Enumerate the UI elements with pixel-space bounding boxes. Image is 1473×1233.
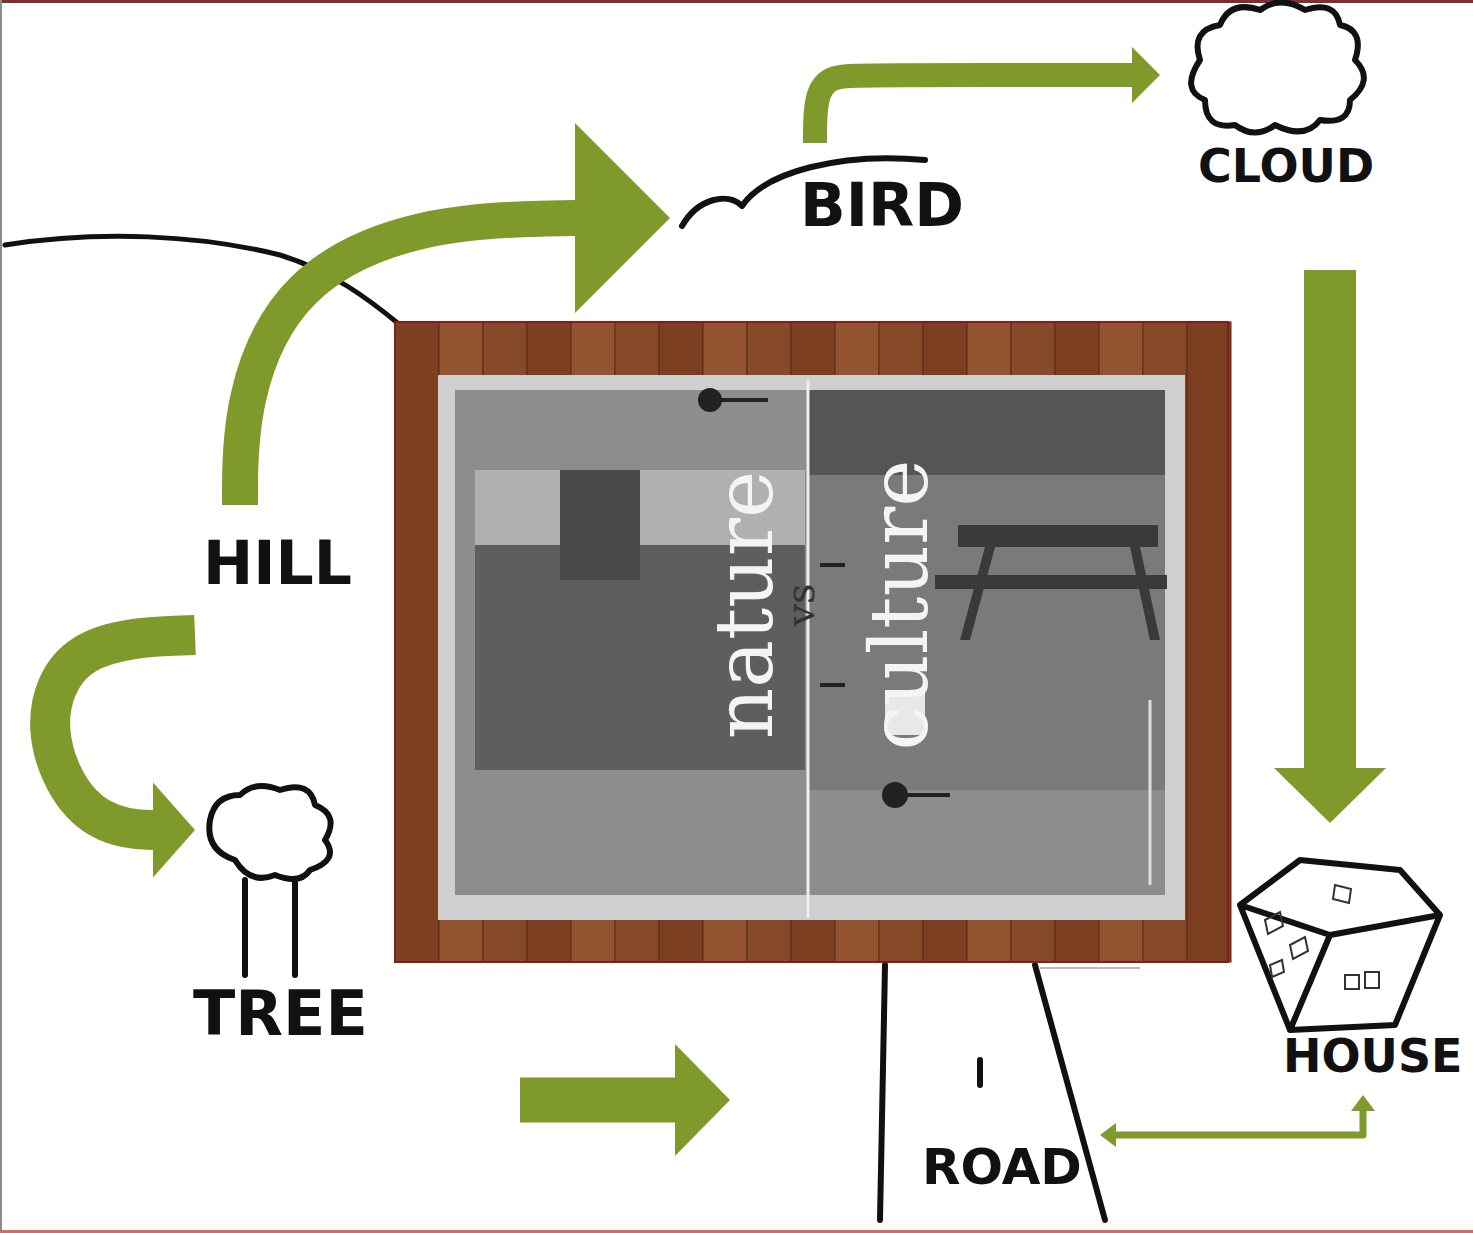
sketch-node: HILL <box>200 525 385 600</box>
arrow-head <box>675 1044 730 1156</box>
rule <box>710 398 768 402</box>
wood-floor <box>395 322 1228 962</box>
hill-line <box>5 236 400 325</box>
rule-marks <box>700 390 950 806</box>
house-sketch <box>1240 860 1440 1030</box>
arrow-head <box>575 123 670 313</box>
window-marks <box>1265 885 1379 989</box>
sketch-node: HOUSE <box>1228 848 1473 1100</box>
tree-trunk-photo <box>560 470 640 580</box>
newspaper <box>438 375 1185 920</box>
left-photo <box>475 470 805 770</box>
sketch-node: BIRD <box>675 148 995 243</box>
rule <box>820 683 845 687</box>
road-sketch <box>880 965 1105 1220</box>
fold-line <box>807 380 810 918</box>
sketch-node: ROAD <box>915 1130 1100 1220</box>
photo-border <box>395 322 1228 962</box>
node-label: TREE <box>193 983 368 1045</box>
arrow-head <box>1132 47 1160 103</box>
top-border <box>0 0 1473 3</box>
fine-print <box>1149 700 1152 885</box>
flow-arrow <box>1100 1095 1375 1147</box>
flow-arrow <box>520 1044 730 1156</box>
arrow-shaft <box>815 75 1134 143</box>
tree-trunk <box>245 880 295 975</box>
sketches <box>209 3 1440 1221</box>
flow-arrow <box>1274 270 1386 823</box>
arrow-head <box>153 783 195 878</box>
photo-text: culture <box>860 459 940 750</box>
arrow-shaft <box>1304 270 1356 770</box>
photo <box>395 322 1231 962</box>
left-border <box>0 0 2 1233</box>
bottom-border <box>0 1230 1473 1233</box>
faint-line <box>1040 967 1140 969</box>
house-windows <box>1265 885 1379 989</box>
node-label: CLOUD <box>1198 143 1374 189</box>
arrow-shaft <box>520 1078 677 1123</box>
arrow-head <box>1100 1123 1116 1147</box>
flow-arrow <box>50 635 195 878</box>
wood-plank <box>1187 322 1231 962</box>
node-label: HOUSE <box>1283 1033 1463 1079</box>
table-bench <box>935 575 1167 589</box>
node-label: BIRD <box>800 175 964 235</box>
arrow-head <box>1274 768 1386 823</box>
flow-arrow <box>240 123 670 505</box>
node-label: HILL <box>203 533 352 593</box>
arrow-shaft <box>1114 1109 1363 1135</box>
right-photo <box>808 390 1165 790</box>
sketch-node: CLOUD <box>1180 5 1390 205</box>
flow-arrow <box>815 47 1160 143</box>
rule <box>820 563 845 567</box>
cloud-sketch <box>1191 3 1364 133</box>
rule <box>895 793 950 797</box>
photo-text: vs <box>780 583 820 626</box>
wood-planks <box>395 322 1231 962</box>
node-label: ROAD <box>922 1142 1082 1192</box>
table-legs <box>960 547 1160 640</box>
newspaper-print <box>455 390 1165 895</box>
tree-crown <box>209 786 330 879</box>
table-top <box>958 525 1158 547</box>
picnic-table <box>935 525 1167 640</box>
photo-text: nature <box>705 471 785 739</box>
arrow-shaft <box>50 635 195 830</box>
arrow-head <box>1351 1095 1375 1111</box>
wood-plank <box>395 322 439 962</box>
sketch-node: TREE <box>190 785 390 1055</box>
arrow-shaft <box>240 218 577 505</box>
